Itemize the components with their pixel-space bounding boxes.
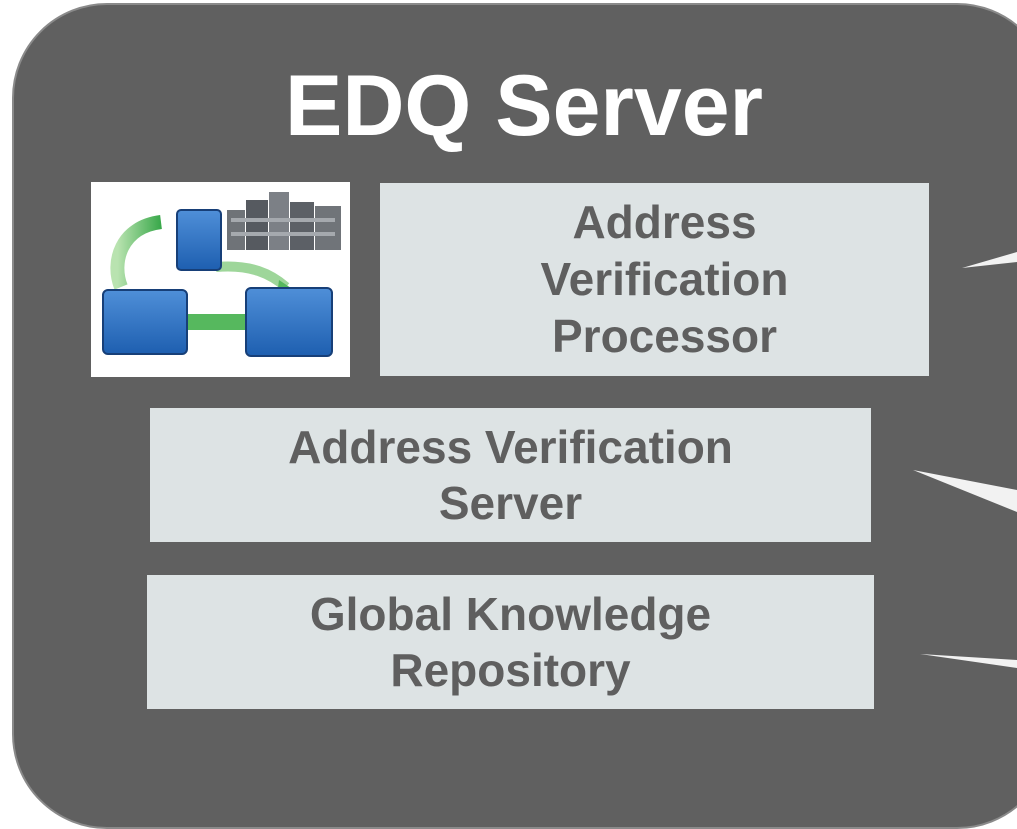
diagram-title: EDQ Server [284,58,764,154]
callout-pointer-processor [962,252,1017,268]
callout-pointer-repository [920,654,1017,668]
address-verification-processor-label: Address Verification Processor [540,196,789,362]
address-verification-server-box: Address Verification Server [150,408,871,542]
address-verification-server-label: Address Verification Server [288,421,733,529]
global-knowledge-repository-box: Global Knowledge Repository [147,575,874,709]
global-knowledge-repository-label: Global Knowledge Repository [309,588,712,696]
process-flow-icon [91,182,350,377]
address-verification-processor-box: Address Verification Processor [380,183,929,376]
callout-pointer-server [913,470,1017,512]
